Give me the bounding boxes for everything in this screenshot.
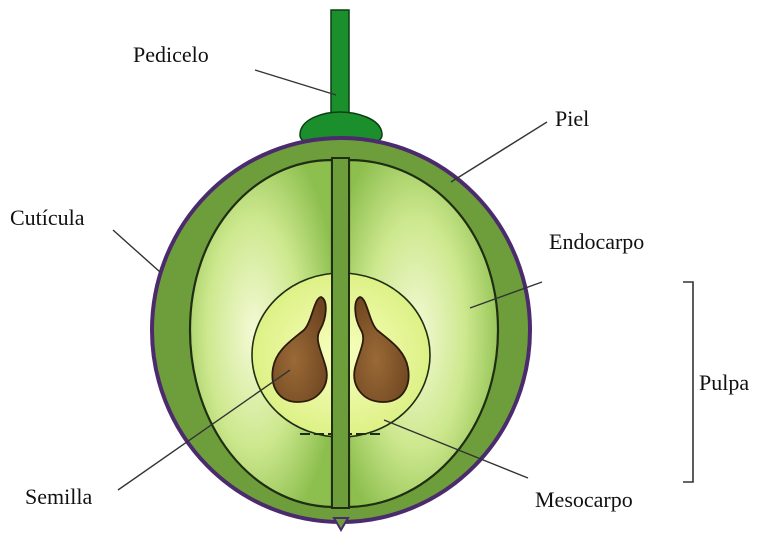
pedicel-stem (331, 10, 349, 120)
label-pulpa: Pulpa (699, 370, 749, 395)
label-cuticula: Cutícula (10, 205, 85, 230)
label-piel: Piel (555, 106, 589, 131)
label-mesocarpo: Mesocarpo (535, 487, 633, 512)
pulpa-bracket (683, 282, 693, 482)
label-endocarpo: Endocarpo (549, 229, 644, 254)
central-septum (332, 158, 349, 508)
label-pedicelo: Pedicelo (133, 42, 209, 67)
leader-piel (451, 122, 547, 182)
leader-pedicelo (255, 70, 336, 95)
leader-cuticula (113, 230, 160, 272)
label-semilla: Semilla (25, 484, 92, 509)
fruit-tip (334, 518, 348, 530)
